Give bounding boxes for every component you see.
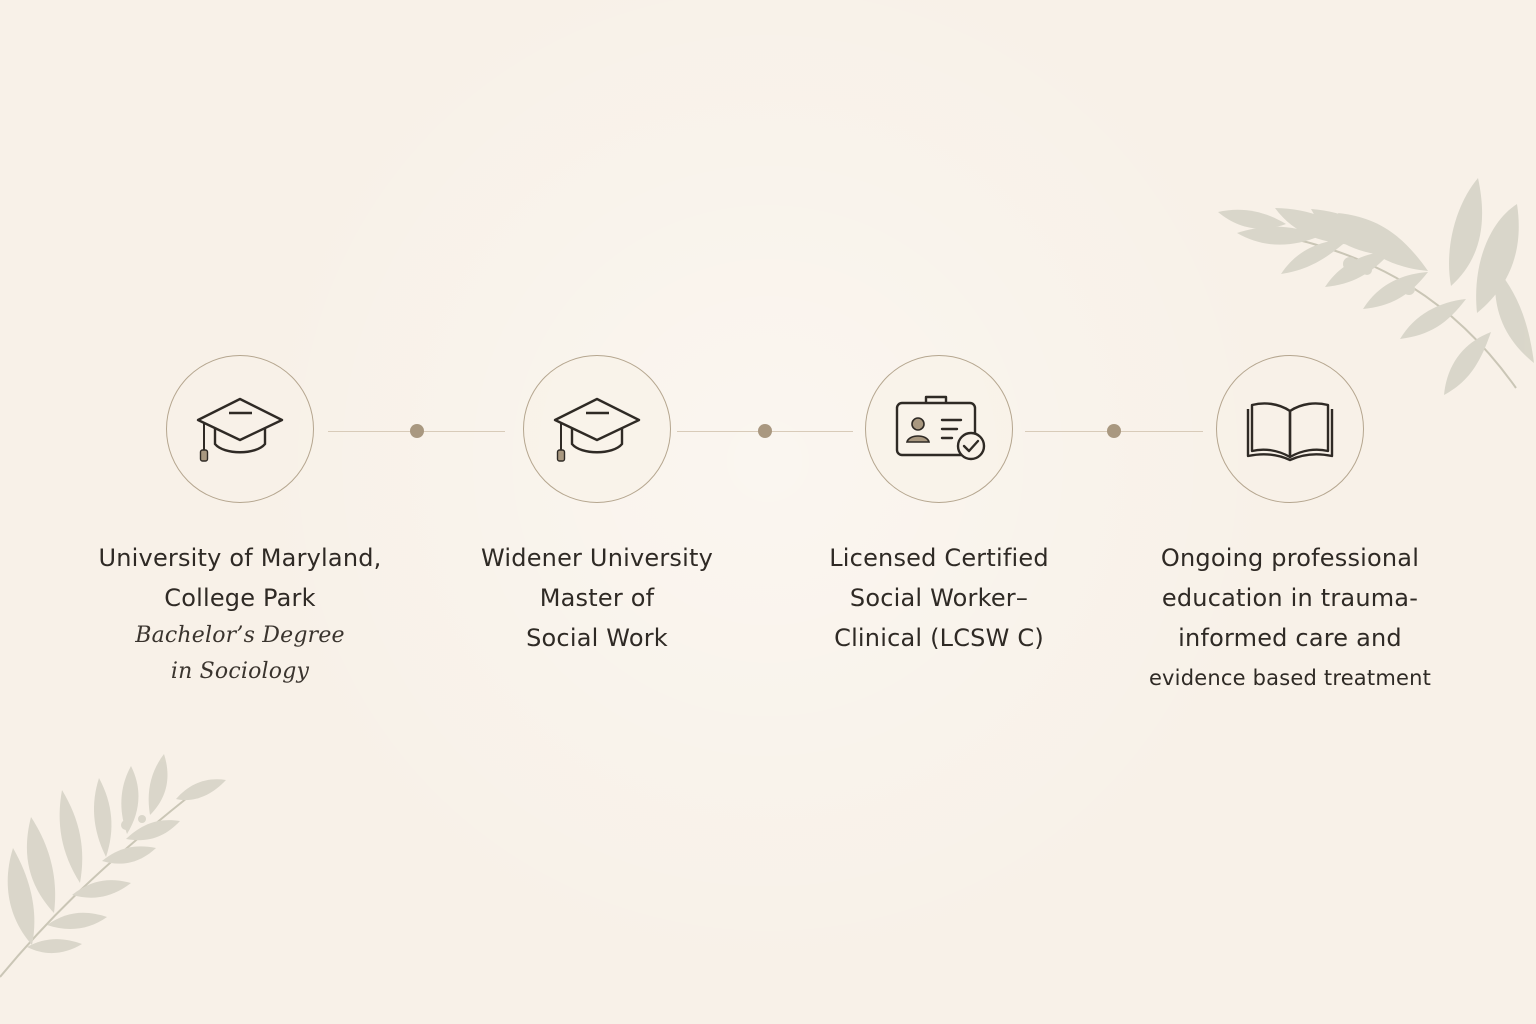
- timeline-connector-2: [677, 424, 853, 438]
- step-label-line: evidence based treatment: [1148, 666, 1432, 690]
- degree-subtitle-line: Bachelor’s Degree: [135, 623, 345, 648]
- step-label-line: Social Worker–: [849, 584, 1029, 612]
- icon-circle: [1216, 355, 1364, 503]
- step-label-line: Widener University: [480, 544, 713, 572]
- step-label: Widener University Master of Social Work: [447, 538, 747, 658]
- step-label-line: Social Work: [526, 624, 668, 652]
- icon-circle: [865, 355, 1013, 503]
- timeline-step-licensed-certified-social-worker: Licensed Certified Social Worker– Clinic…: [789, 355, 1089, 658]
- graduation-cap-icon: [196, 397, 284, 462]
- leaf-decoration-bottom-left: [0, 754, 226, 978]
- step-label-line: Clinical (LCSW C): [834, 624, 1044, 652]
- timeline-dot: [409, 424, 424, 438]
- timeline-dot: [1107, 424, 1121, 438]
- step-label-line: College Park: [164, 584, 316, 612]
- step-label: Licensed Certified Social Worker– Clinic…: [789, 538, 1089, 658]
- step-label: University of Maryland, College Park Bac…: [90, 538, 390, 690]
- step-label-line: University of Maryland,: [98, 544, 382, 572]
- timeline-connector-1: [328, 424, 505, 438]
- step-label-line: informed care and: [1178, 624, 1402, 652]
- timeline-step-ongoing-professional-education: Ongoing professional education in trauma…: [1140, 355, 1440, 698]
- icon-circle: [166, 355, 314, 503]
- icon-circle: [523, 355, 671, 503]
- step-label-line: Ongoing professional: [1160, 544, 1420, 572]
- timeline-connector-3: [1025, 424, 1203, 438]
- open-book-icon: [1246, 402, 1334, 462]
- step-label-line: Master of: [539, 584, 655, 612]
- timeline-step-university-of-maryland: University of Maryland, College Park Bac…: [90, 355, 390, 690]
- graduation-cap-icon: [553, 397, 641, 462]
- timeline-step-widener-university: Widener University Master of Social Work: [447, 355, 747, 658]
- credential-timeline: University of Maryland, College Park Bac…: [0, 355, 1536, 715]
- step-label-line: Licensed Certified: [829, 544, 1049, 572]
- step-label: Ongoing professional education in trauma…: [1140, 538, 1440, 698]
- timeline-dot: [758, 424, 772, 438]
- license-card-icon: [895, 395, 986, 461]
- degree-subtitle-line: in Sociology: [170, 659, 310, 684]
- step-label-line: education in trauma-: [1161, 584, 1419, 612]
